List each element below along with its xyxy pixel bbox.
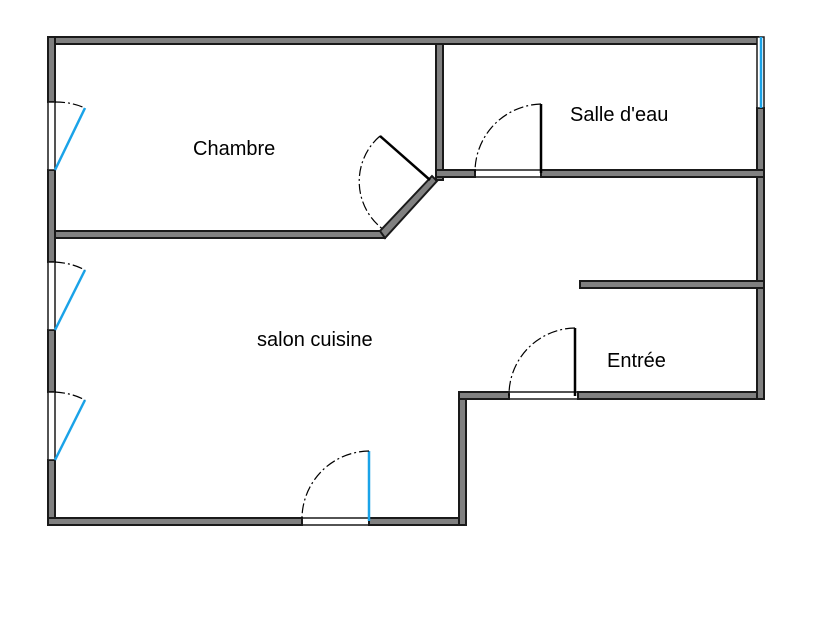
wall-left-top xyxy=(47,36,56,103)
wall-salle-bottom-left xyxy=(435,169,476,178)
door-chambre xyxy=(358,135,431,231)
room-label-salon-cuisine: salon cuisine xyxy=(257,329,373,351)
interior-walls xyxy=(54,43,765,289)
room-label-entree: Entrée xyxy=(607,350,666,372)
window-salon-lower xyxy=(47,391,87,461)
windows xyxy=(47,36,765,461)
wall-diagonal xyxy=(378,174,439,240)
wall-right-lower xyxy=(756,107,765,400)
wall-chambre-salle-divider xyxy=(435,43,444,181)
wall-chambre-bottom xyxy=(54,230,386,239)
wall-step-vertical xyxy=(458,394,467,526)
wall-bottom-right xyxy=(368,517,467,526)
wall-step-horizontal xyxy=(458,391,510,400)
room-label-chambre: Chambre xyxy=(193,138,275,160)
door-salle-eau xyxy=(474,103,543,178)
wall-left-mid1 xyxy=(47,169,56,263)
wall-left-bottom xyxy=(47,459,56,526)
exterior-walls xyxy=(47,36,765,526)
wall-top-left xyxy=(47,36,759,45)
room-label-salle-eau: Salle d'eau xyxy=(570,104,668,126)
wall-entree-top xyxy=(579,280,765,289)
window-chambre xyxy=(47,101,87,171)
window-salon-upper xyxy=(47,261,87,331)
wall-left-mid2 xyxy=(47,329,56,393)
doors xyxy=(301,103,578,526)
wall-bottom-left xyxy=(47,517,303,526)
window-salle-eau xyxy=(756,36,765,109)
door-entree xyxy=(508,327,578,400)
door-main-entrance xyxy=(301,450,371,526)
wall-entree-bottom xyxy=(577,391,765,400)
wall-salle-bottom-right xyxy=(540,169,765,178)
